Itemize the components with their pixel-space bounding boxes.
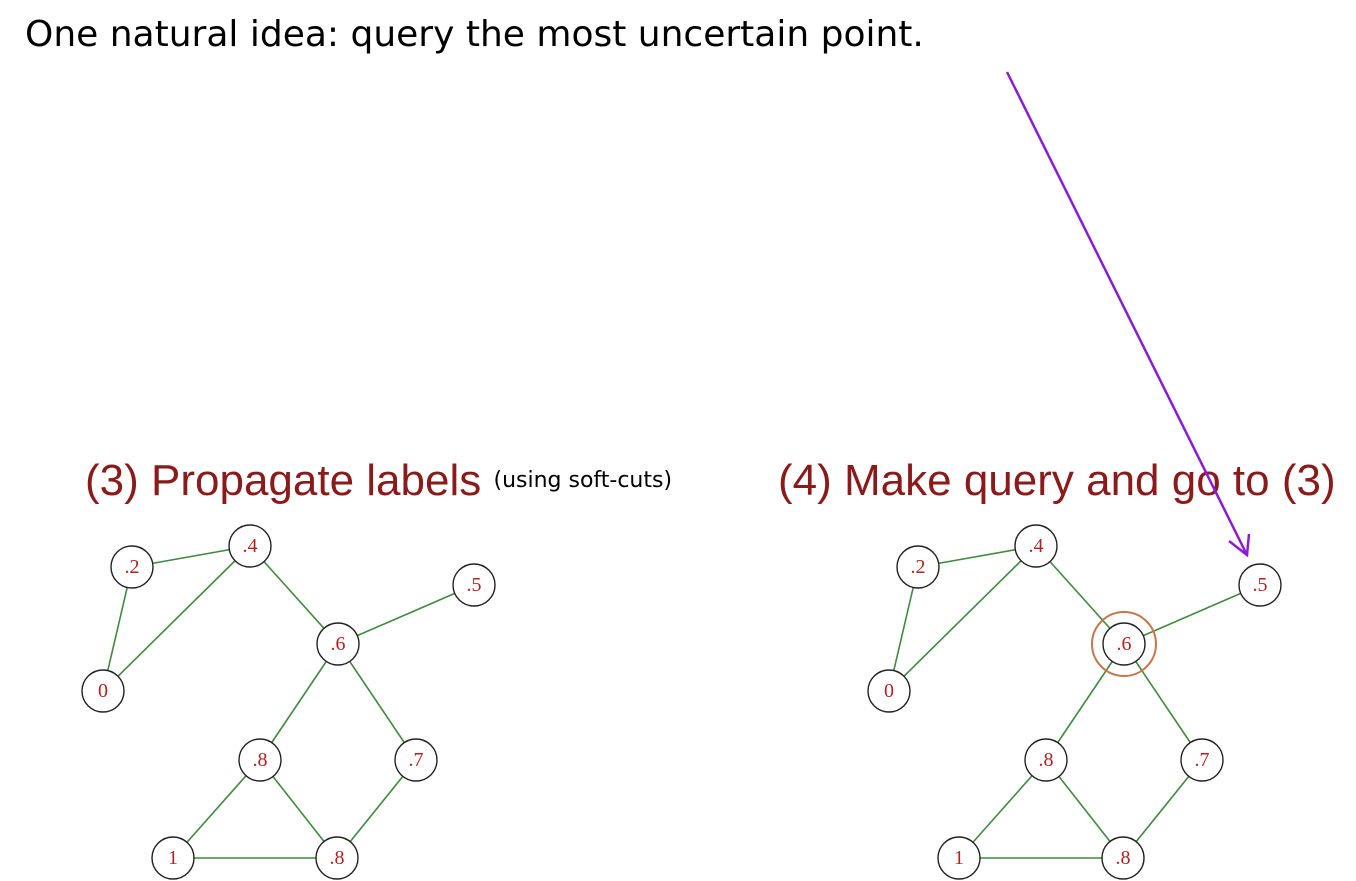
headline: One natural idea: query the most uncerta… xyxy=(25,14,924,55)
right-edge-d-c xyxy=(1123,584,1261,645)
left-edge-f-h xyxy=(172,759,261,859)
left-node-g: .7 xyxy=(394,738,438,782)
right-edge-f-h xyxy=(958,759,1047,859)
left-edge-d-f xyxy=(259,643,339,761)
right-node-label: .8 xyxy=(1039,749,1054,771)
right-edge-d-f xyxy=(1045,643,1125,761)
left-node-label: .8 xyxy=(330,847,345,869)
left-node-circle xyxy=(452,563,496,607)
left-node-b: .4 xyxy=(228,524,272,568)
left-node-circle xyxy=(315,836,359,880)
left-panel-note: (using soft-cuts) xyxy=(493,468,673,493)
left-node-label: .7 xyxy=(409,749,424,771)
right-node-circle xyxy=(867,669,911,713)
left-edge-d-g xyxy=(337,643,417,761)
right-node-f: .8 xyxy=(1024,738,1068,782)
right-node-g: .7 xyxy=(1180,738,1224,782)
right-node-b: .4 xyxy=(1014,524,1058,568)
left-node-label: .2 xyxy=(125,556,140,578)
left-node-e: 0 xyxy=(81,669,125,713)
right-node-h: 1 xyxy=(937,836,981,880)
right-node-c: .5 xyxy=(1238,563,1282,607)
left-edge-b-d xyxy=(249,545,339,645)
left-node-d: .6 xyxy=(316,622,360,666)
left-node-circle xyxy=(110,545,154,589)
right-node-circle xyxy=(1238,563,1282,607)
left-edge-d-c xyxy=(337,584,475,645)
left-node-circle xyxy=(151,836,195,880)
left-node-label: .4 xyxy=(243,535,258,557)
left-node-circle xyxy=(228,524,272,568)
left-node-a: .2 xyxy=(110,545,154,589)
left-node-circle xyxy=(81,669,125,713)
right-node-d: .6 xyxy=(1102,622,1146,666)
left-node-c: .5 xyxy=(452,563,496,607)
left-node-i: .8 xyxy=(315,836,359,880)
right-edge-d-g xyxy=(1123,643,1203,761)
left-node-h: 1 xyxy=(151,836,195,880)
queried-node-ring xyxy=(1091,611,1157,677)
right-node-label: .8 xyxy=(1116,847,1131,869)
left-edge-b-e xyxy=(102,545,251,692)
left-node-label: .6 xyxy=(331,633,346,655)
right-node-circle xyxy=(1024,738,1068,782)
arrow-shaft xyxy=(1005,71,1249,556)
right-graph: .2 .4 .5 .6 0 .8 .7 1 .8 xyxy=(867,524,1282,880)
left-node-label: 0 xyxy=(98,680,108,702)
right-edge-b-d xyxy=(1035,545,1125,645)
right-node-label: 1 xyxy=(954,847,964,869)
right-node-a: .2 xyxy=(896,545,940,589)
right-node-circle xyxy=(896,545,940,589)
left-node-label: .5 xyxy=(467,574,482,596)
right-node-circle xyxy=(1180,738,1224,782)
right-node-circle xyxy=(1014,524,1058,568)
right-node-i: .8 xyxy=(1101,836,1145,880)
right-node-circle xyxy=(937,836,981,880)
right-node-label: .2 xyxy=(911,556,926,578)
left-node-circle xyxy=(394,738,438,782)
right-node-circle xyxy=(1101,836,1145,880)
arrow-head xyxy=(1228,533,1251,558)
right-node-label: .5 xyxy=(1253,574,1268,596)
right-node-circle xyxy=(1102,622,1146,666)
right-panel-title: (4) Make query and go to (3) xyxy=(778,456,1336,505)
right-node-label: .4 xyxy=(1029,535,1044,557)
left-node-f: .8 xyxy=(238,738,282,782)
left-node-label: .8 xyxy=(253,749,268,771)
right-node-label: .6 xyxy=(1117,633,1132,655)
left-panel-title: (3) Propagate labels (using soft-cuts) xyxy=(85,456,672,506)
left-node-label: 1 xyxy=(168,847,178,869)
left-graph: .2 .4 .5 .6 0 .8 .7 1 .8 xyxy=(81,524,496,880)
arrow-pointer xyxy=(1005,71,1251,558)
right-node-label: .7 xyxy=(1195,749,1210,771)
left-panel-title-text: (3) Propagate labels xyxy=(85,456,482,505)
right-node-e: 0 xyxy=(867,669,911,713)
right-node-label: 0 xyxy=(884,680,894,702)
left-node-circle xyxy=(238,738,282,782)
right-edge-b-e xyxy=(888,545,1037,692)
left-node-circle xyxy=(316,622,360,666)
